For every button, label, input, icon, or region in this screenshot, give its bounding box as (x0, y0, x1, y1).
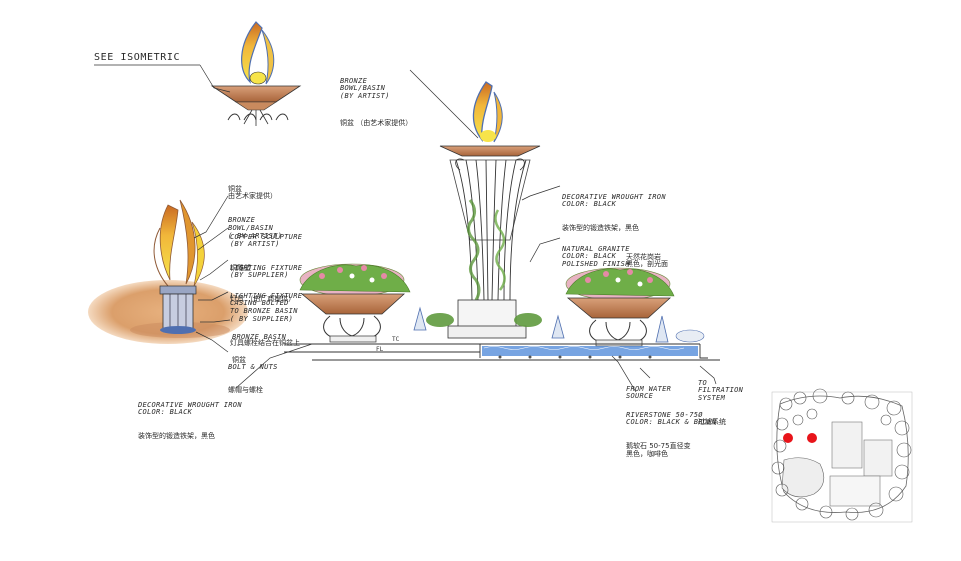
tc-mark: TC (392, 336, 400, 343)
bronze-basin-label: BRONZE BASIN 铜盆 (232, 332, 287, 365)
filtration-label: TO FILTRATION SYSTEM 过滤系统 (698, 378, 744, 426)
granite-zh-label: 天然花岗岩 黑色，剖光面 (626, 252, 668, 269)
key-plan-marker (807, 433, 817, 443)
ground-profile (284, 343, 720, 361)
wrought-iron-right-label: DECORATIVE WROUGHT IRON COLOR: BLACK 装饰型… (562, 192, 666, 232)
isometric-bowl-detail (210, 21, 302, 126)
left-planter (299, 263, 411, 343)
granite-label: NATURAL GRANITE COLOR: BLACK POLISHED FI… (562, 244, 630, 269)
isometric-leader (199, 64, 231, 93)
right-planter (565, 267, 675, 347)
key-plan-marker (783, 433, 793, 443)
central-sculpture-column (426, 81, 542, 339)
bolt-nuts-label: BOLT & NUTS 螺帽与螺栓 (228, 362, 278, 395)
lighting-fixture-label: LIGHTING FIXTURE (BY SUPPLIER) 灯具 （由厂商提供… (230, 263, 303, 303)
key-plan (771, 388, 913, 523)
bronze-bowl-top-label: BRONZE BOWL/BASIN (BY ARTIST) 铜盆 （由艺术家提供… (340, 76, 413, 127)
left-leader-lines (193, 195, 231, 353)
water-source-label: FROM WATER SOURCE (626, 384, 672, 401)
riverstone-label: RIVERSTONE 50-75Ø COLOR: BLACK & BROWN 鹅… (626, 410, 717, 458)
shrubs (413, 306, 705, 343)
fl-mark: FL (376, 346, 384, 353)
left-sculpture-perspective (88, 199, 248, 344)
lighting-casing-label: LIGHTING FIXTURE CASING BOLTED TO BRONZE… (230, 291, 303, 347)
riverstones (498, 355, 652, 359)
copper-sculpture-label: COPPER SCULPTURE (BY ARTIST) 铜雕塑 (230, 232, 303, 272)
water-ripples (483, 346, 685, 350)
right-leader-lines (235, 69, 717, 393)
wrought-iron-bottom-label: DECORATIVE WROUGHT IRON COLOR: BLACK 装饰型… (138, 400, 242, 440)
see-isometric-label: SEE ISOMETRIC (94, 52, 181, 63)
water-pool (482, 346, 698, 356)
bronze-bowl-left-label: 铜盆 由艺术家提供） BRONZE BOWL/BASIN ( BY ARTIST… (228, 184, 283, 240)
